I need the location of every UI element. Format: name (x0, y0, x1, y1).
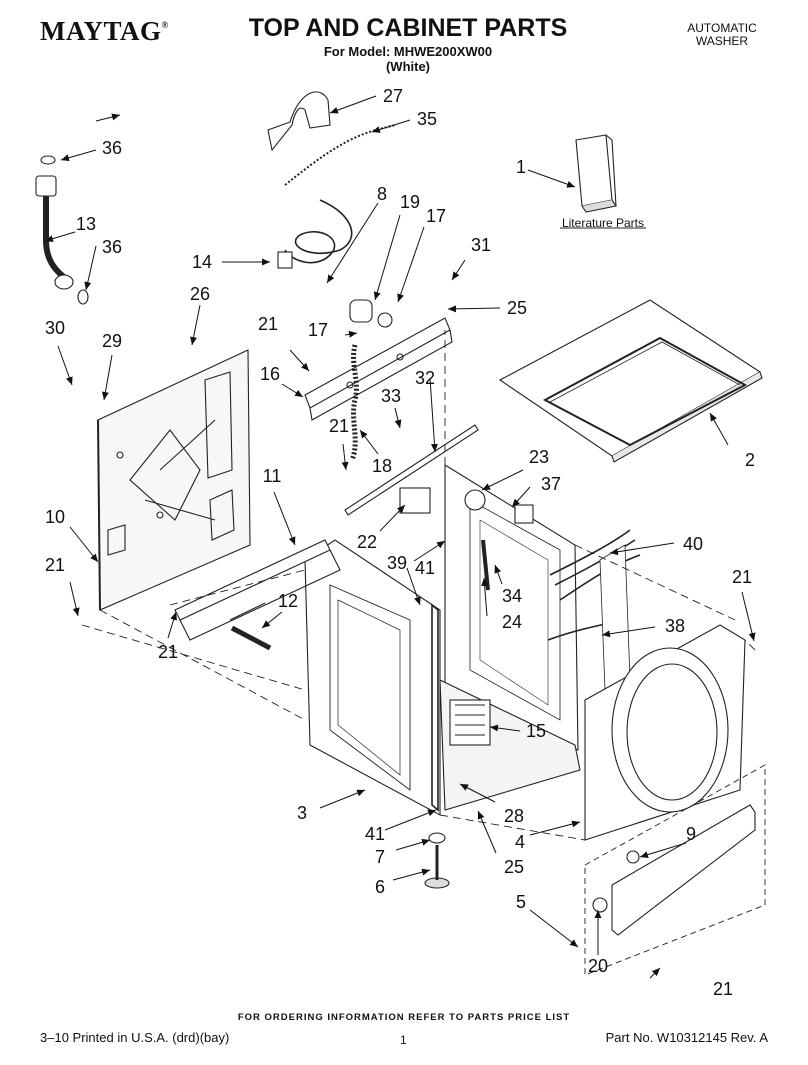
callout-21-toe: 21 (713, 979, 733, 999)
callout-12: 12 (278, 591, 298, 611)
fill-hose (35, 175, 74, 290)
callout-8: 8 (377, 184, 387, 204)
callout-7: 7 (375, 847, 385, 867)
product-type: AUTOMATIC WASHER (662, 22, 782, 48)
color-line: (White) (385, 59, 431, 74)
pressure-switch (464, 489, 486, 511)
callout-13: 13 (76, 214, 96, 234)
callout-39: 39 (387, 553, 407, 573)
callout-21-bracket: 21 (258, 314, 278, 334)
callout-35: 35 (417, 109, 437, 129)
callout-29: 29 (102, 331, 122, 351)
hose-washer (40, 155, 56, 165)
callout-11: 11 (263, 466, 282, 486)
page-number: 1 (400, 1033, 407, 1047)
control-cable-connector (514, 504, 534, 524)
callout-2: 2 (745, 450, 755, 470)
callout-26: 26 (190, 284, 210, 304)
part-number: Part No. W10312145 Rev. A (605, 1030, 768, 1045)
brand-registered-mark: ® (161, 20, 169, 30)
callout-28: 28 (504, 806, 524, 826)
callout-41-base: 41 (365, 824, 385, 844)
callout-21-rail: 21 (329, 416, 349, 436)
callout-27: 27 (383, 86, 403, 106)
page-title: TOP AND CABINET PARTS (248, 14, 568, 42)
callout-34: 34 (502, 586, 522, 606)
callout-19: 19 (400, 192, 420, 212)
cabinet-base (439, 679, 581, 811)
model-line: For Model: MHWE200XW00 (323, 44, 493, 59)
callout-21-side: 21 (732, 567, 752, 587)
callout-41-side: 41 (415, 558, 435, 578)
brand-logo: MAYTAG® (40, 16, 169, 47)
toe-clip (626, 850, 640, 864)
power-cord (277, 199, 353, 269)
front-frame (174, 539, 341, 641)
literature-booklet (575, 134, 617, 213)
callout-17b: 17 (426, 206, 446, 226)
inlet-hose (349, 344, 359, 461)
callout-21-frame: 21 (158, 642, 178, 662)
callout-18: 18 (372, 456, 392, 476)
callout-10: 10 (45, 507, 65, 527)
callout-22: 22 (357, 532, 377, 552)
callout-9: 9 (686, 824, 696, 844)
callout-40: 40 (683, 534, 703, 554)
leveling-leg (424, 832, 450, 889)
callout-3: 3 (297, 803, 307, 823)
rear-panel (97, 349, 251, 611)
leader-arrows (44, 95, 756, 979)
rear-top-bracket (304, 317, 453, 421)
callout-17a: 17 (308, 320, 328, 340)
callout-24: 24 (502, 612, 522, 632)
callout-33: 33 (381, 386, 401, 406)
harness-bracket (599, 544, 631, 691)
model-info: For Model: MHWE200XW00 (White) (258, 44, 558, 74)
callout-4: 4 (515, 832, 525, 852)
callout-1: 1 (516, 157, 526, 177)
callout-14: 14 (192, 252, 212, 272)
dispenser-inlet (349, 299, 393, 328)
callout-30: 30 (45, 318, 65, 338)
print-info: 3–10 Printed in U.S.A. (drd)(bay) (40, 1030, 230, 1045)
top-panel (498, 299, 763, 463)
toe-panel-outline (584, 764, 766, 976)
drain-hook (267, 91, 331, 152)
door-lock (399, 487, 431, 514)
callout-15: 15 (526, 721, 546, 741)
product-type-line2: WASHER (695, 34, 749, 48)
callout-31: 31 (471, 235, 491, 255)
callout-numbers: 1 2 3 4 5 6 7 8 9 10 11 12 13 14 15 16 1… (45, 86, 755, 999)
callout-36-lower: 36 (102, 237, 122, 257)
toe-panel (611, 804, 756, 936)
callout-25-base: 25 (504, 857, 524, 877)
callout-32: 32 (415, 368, 435, 388)
callout-5: 5 (516, 892, 526, 912)
callout-25-top: 25 (507, 298, 527, 318)
product-type-line1: AUTOMATIC (687, 21, 757, 35)
callout-36-top: 36 (102, 138, 122, 158)
ordering-note: FOR ORDERING INFORMATION REFER TO PARTS … (237, 1012, 571, 1023)
heater-element (230, 625, 272, 651)
callout-37: 37 (541, 474, 561, 494)
callout-38: 38 (665, 616, 685, 636)
left-side-panel (304, 539, 441, 816)
front-panel (584, 624, 746, 841)
literature-parts-label: Literature Parts (562, 216, 644, 230)
bonding-strap (284, 124, 396, 186)
assembly-guides (81, 330, 756, 841)
callout-23: 23 (529, 447, 549, 467)
callout-6: 6 (375, 877, 385, 897)
callout-20: 20 (588, 956, 608, 976)
toe-panel-clip (592, 897, 608, 913)
hose-washer-lower (77, 289, 89, 305)
brand-name: MAYTAG (40, 16, 162, 46)
callout-16: 16 (260, 364, 280, 384)
callout-21-rear: 21 (45, 555, 65, 575)
